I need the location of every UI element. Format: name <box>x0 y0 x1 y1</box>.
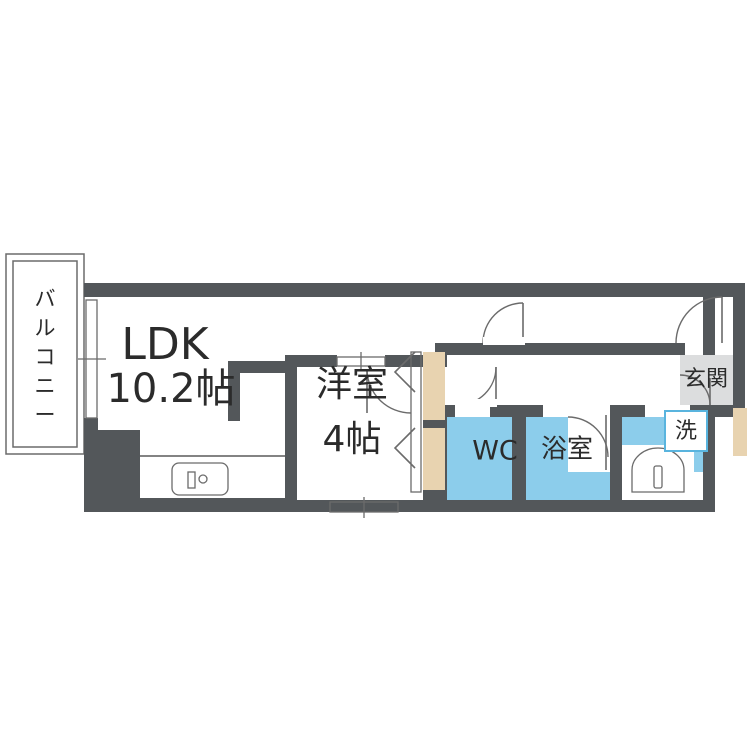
room-label-washitsu: 洋室 <box>316 364 388 405</box>
closet-panels <box>423 352 747 490</box>
room-label-ldk: LDK <box>121 319 209 370</box>
balcony-area: バ ル コ ニ ー <box>5 253 85 455</box>
corridor-door <box>455 366 497 407</box>
fixtures-and-doors <box>78 296 747 518</box>
ldk-corridor-door <box>482 302 525 345</box>
closet-folding-doors <box>393 351 422 493</box>
genkan-inner-door <box>679 374 711 406</box>
balcony-label-char-1: ル <box>35 316 56 340</box>
room-size-washitsu: 4帖 <box>323 419 382 460</box>
entrance-door <box>675 296 723 344</box>
balcony-label-char-4: ー <box>35 403 56 427</box>
room-label-wc: WC <box>472 436 518 467</box>
washitsu-bottom-window <box>329 497 399 518</box>
washing-machine-box <box>664 410 708 452</box>
room-label-bath: 浴室 <box>541 435 593 465</box>
washitsu-top-window <box>336 352 386 371</box>
room-labels: LDK 10.2帖 洋室 4帖 WC 浴室 洗 玄関 <box>106 319 728 467</box>
room-size-ldk: 10.2帖 <box>106 366 235 412</box>
room-interiors <box>84 297 733 512</box>
washbasin-fixture <box>622 445 694 500</box>
bath-door <box>567 415 610 472</box>
room-label-sink: 洗 <box>675 419 697 444</box>
balcony-label-char-0: バ <box>35 287 56 311</box>
balcony-sliding-door <box>78 299 106 419</box>
balcony-label-char-2: コ <box>35 345 56 369</box>
room-label-genkan: 玄関 <box>684 367 728 392</box>
washitsu-door <box>366 368 412 414</box>
balcony-label-char-3: ニ <box>35 374 56 398</box>
